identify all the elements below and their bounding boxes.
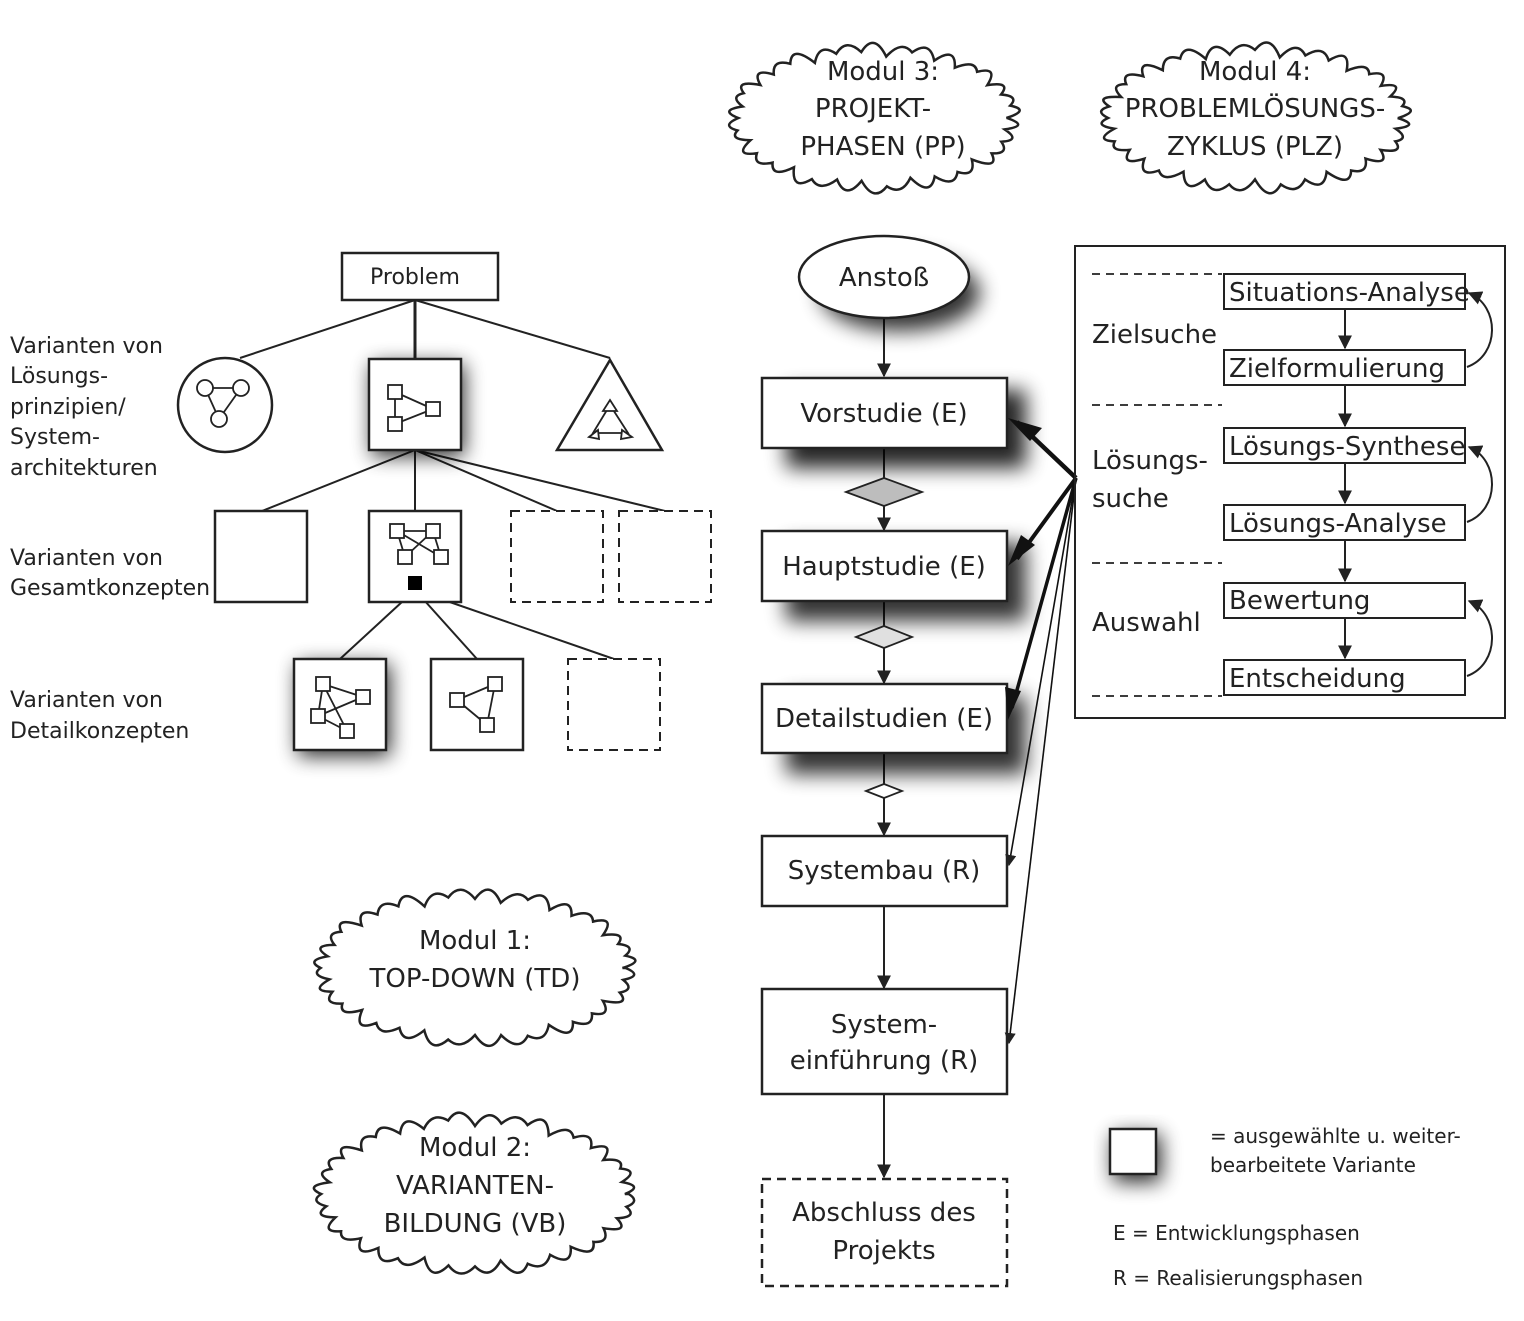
phase-hauptstudie: Hauptstudie (E)	[760, 529, 1009, 603]
phase-systembau-label: Systembau (R)	[788, 856, 981, 886]
tree-connectors	[239, 299, 666, 660]
gesamtkonzept-variant-selected	[367, 509, 463, 604]
phase-einfuehrung-line-1: System-	[831, 1010, 937, 1040]
modul-4-cloud: Modul 4: PROBLEMLÖSUNGS- ZYKLUS (PLZ)	[1099, 41, 1412, 195]
step-entscheidung: Entscheidung	[1223, 659, 1466, 696]
modul-3-line-3: PHASEN (PP)	[800, 132, 965, 162]
modul-1-cloud: Modul 1: TOP-DOWN (TD)	[313, 888, 637, 1048]
detailkonzept-variant-selected	[292, 657, 390, 756]
variant-square-selected	[367, 357, 464, 456]
step-zielformulierung-label: Zielformulierung	[1229, 354, 1445, 384]
project-phases: Anstoß Vorstudie (E) Hauptstudie (E) Det…	[760, 234, 1026, 1288]
step-zielformulierung: Zielformulierung	[1223, 349, 1466, 386]
step-situationsanalyse-label: Situations-Analyse	[1229, 278, 1470, 308]
modul-1-line-2: TOP-DOWN (TD)	[369, 964, 581, 994]
problem-box	[340, 251, 500, 302]
modul-2-line-1: Modul 2:	[419, 1133, 531, 1163]
modul-2-line-2: VARIANTEN-	[396, 1171, 554, 1201]
phase-abschluss-line-2: Projekts	[832, 1236, 935, 1266]
phase-systemeinfuehrung: System- einführung (R)	[760, 987, 1009, 1096]
modul-4-line-2: PROBLEMLÖSUNGS-	[1125, 92, 1385, 124]
step-entscheidung-label: Entscheidung	[1229, 664, 1406, 694]
group-loesungssuche: Lösungs- suche	[1092, 446, 1216, 514]
detailkonzept-variant-dashed	[567, 658, 661, 751]
decision-diamond-3	[863, 783, 905, 799]
start-node: Anstoß	[797, 234, 971, 320]
phase-abschluss-line-1: Abschluss des	[792, 1198, 976, 1228]
modul-1-line-1: Modul 1:	[419, 926, 531, 956]
phase-systembau: Systembau (R)	[760, 834, 1009, 908]
decision-diamond-2	[853, 625, 915, 649]
problem-label: Problem	[370, 265, 460, 290]
phase-detailstudien: Detailstudien (E)	[760, 682, 1009, 755]
modul-3-cloud: Modul 3: PROJEKT- PHASEN (PP)	[727, 41, 1021, 195]
legend-selected-variant-swatch	[1108, 1127, 1158, 1176]
step-bewertung-label: Bewertung	[1229, 586, 1370, 616]
modul-3-line-1: Modul 3:	[827, 57, 939, 87]
variant-triangle	[554, 357, 665, 452]
modul-2-cloud: Modul 2: VARIANTEN- BILDUNG (VB)	[312, 1111, 636, 1275]
level-1-label: Varianten von Lösungs- prinzipien/ Syste…	[10, 334, 170, 481]
cycle-feedback-arrows	[1466, 291, 1493, 677]
cycle-frame	[1074, 245, 1506, 719]
start-label: Anstoß	[839, 263, 929, 293]
problem-solving-cycle: Zielsuche Lösungs- suche Auswahl Situati…	[1074, 245, 1506, 719]
cycle-to-phase-arrows	[1004, 418, 1078, 1045]
phase-vorstudie: Vorstudie (E)	[760, 376, 1009, 450]
level-2-label: Varianten von Gesamtkonzepten	[10, 546, 210, 601]
modul-4-line-3: ZYKLUS (PLZ)	[1167, 132, 1343, 162]
step-bewertung: Bewertung	[1223, 582, 1466, 619]
modul-2-line-3: BILDUNG (VB)	[384, 1209, 567, 1239]
phase-abschluss: Abschluss des Projekts	[760, 1177, 1009, 1288]
step-loesungsanalyse: Lösungs-Analyse	[1223, 504, 1466, 541]
phase-hauptstudie-label: Hauptstudie (E)	[782, 552, 986, 582]
modul-4-line-1: Modul 4:	[1199, 57, 1311, 87]
variant-circle	[176, 356, 274, 454]
legend-e: E = Entwicklungsphasen	[1113, 1221, 1360, 1245]
decision-diamond-1	[843, 477, 925, 507]
step-loesungssynthese-label: Lösungs-Synthese	[1229, 432, 1465, 462]
level-3-label: Varianten von Detailkonzepten	[10, 688, 189, 744]
gesamtkonzept-variant-1	[213, 509, 309, 604]
legend: = ausgewählte u. weiter- bearbeitete Var…	[1108, 1124, 1467, 1290]
cycle-group-dividers	[1092, 273, 1222, 697]
group-auswahl: Auswahl	[1092, 608, 1201, 638]
legend-r: R = Realisierungsphasen	[1113, 1266, 1363, 1290]
step-loesungsanalyse-label: Lösungs-Analyse	[1229, 509, 1447, 539]
variant-tree: Problem Varia	[10, 251, 712, 756]
phase-vorstudie-label: Vorstudie (E)	[800, 399, 967, 429]
step-situationsanalyse: Situations-Analyse	[1223, 273, 1470, 310]
gesamtkonzept-variant-dashed-1	[510, 510, 604, 603]
gesamtkonzept-variant-dashed-2	[618, 510, 712, 603]
group-zielsuche: Zielsuche	[1092, 320, 1217, 350]
phase-detailstudien-label: Detailstudien (E)	[775, 704, 993, 734]
legend-selected-variant-text: = ausgewählte u. weiter- bearbeitete Var…	[1210, 1124, 1467, 1177]
detailkonzept-variant-2	[429, 657, 525, 752]
phase-einfuehrung-line-2: einführung (R)	[790, 1046, 979, 1076]
step-loesungssynthese: Lösungs-Synthese	[1223, 427, 1466, 464]
modul-3-line-2: PROJEKT-	[815, 94, 931, 124]
